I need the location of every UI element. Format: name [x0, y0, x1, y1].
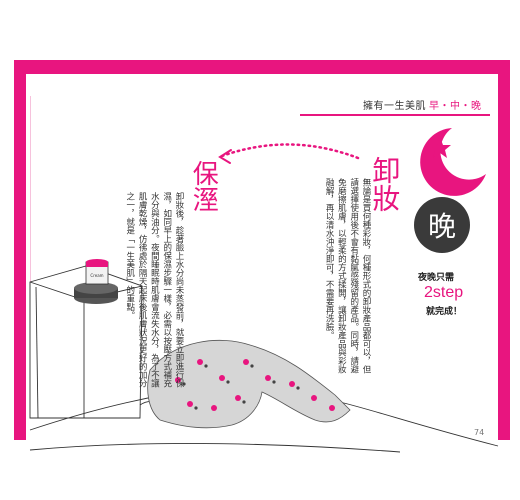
header-title: 擁有一生美肌早・中・晚 — [363, 97, 482, 112]
frame-left-bar — [14, 60, 26, 440]
frame-inner-line — [30, 96, 31, 396]
body-moisturize: 卸妝後，趁著臉上水分尚未蒸發前，就要立即進行保濕，如同早上的保濕步驟一樣，必需以… — [124, 192, 184, 388]
cream-jar: Cream — [74, 259, 118, 304]
title-moisturize: 保溼 — [188, 160, 219, 212]
jar-label: Cream — [90, 273, 103, 278]
night-only-text: 夜晚只需 — [418, 273, 455, 283]
frame-top-bar — [14, 60, 510, 74]
dotted-arrow-icon — [218, 143, 360, 164]
night-badge: 晚 — [414, 197, 470, 253]
done-text: 就完成！ — [426, 307, 463, 317]
step-count: 2step — [424, 284, 464, 301]
page-number: 74 — [474, 428, 485, 437]
header-underline — [300, 114, 490, 116]
body-makeup-removal: 無論是買何種彩妝，何種形式的卸妝產品都可以，但請選擇使用後不會有黏膩感殘留的產品… — [324, 178, 371, 374]
pajamas — [147, 339, 351, 429]
moon-star-icon — [420, 128, 486, 196]
header-main: 擁有一生美肌 — [363, 101, 426, 112]
header-accent: 早・中・晚 — [429, 101, 482, 112]
frame-right-bar — [498, 60, 510, 440]
title-makeup-removal: 卸妝 — [368, 156, 402, 212]
